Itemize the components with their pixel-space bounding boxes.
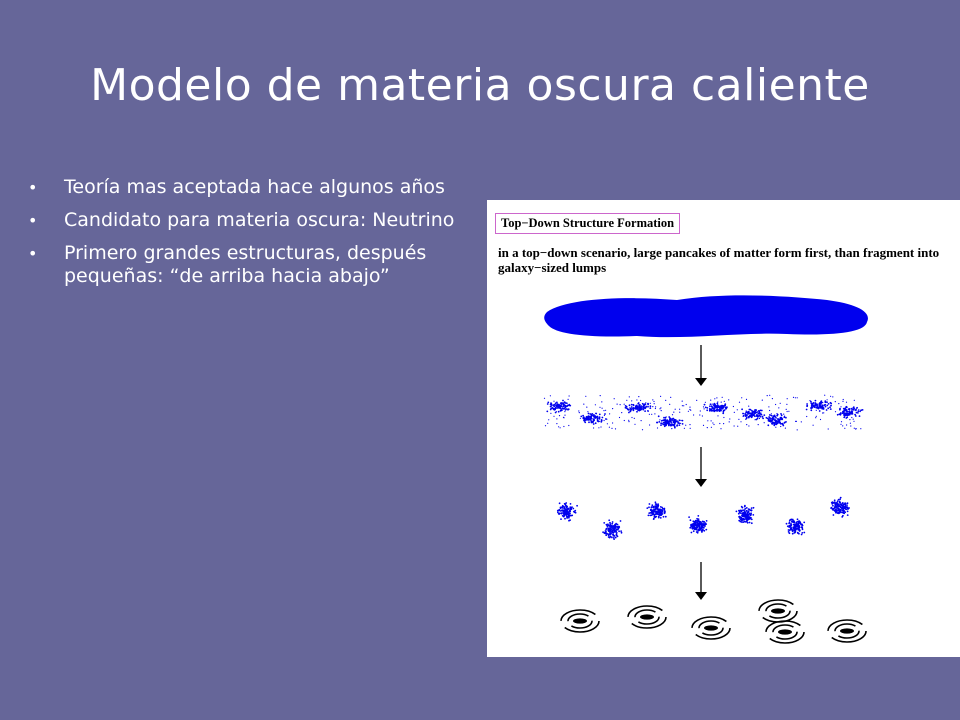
bullet-item: • Teoría mas aceptada hace algunos años xyxy=(28,176,468,199)
figure-caption: in a top−down scenario, large pancakes o… xyxy=(498,245,940,275)
arrowhead-icon xyxy=(695,479,707,487)
slide-title: Modelo de materia oscura caliente xyxy=(90,60,870,111)
bullet-icon: • xyxy=(28,178,38,197)
bullet-item: • Candidato para materia oscura: Neutrin… xyxy=(28,209,468,232)
bullet-icon: • xyxy=(28,244,38,263)
bullet-icon: • xyxy=(28,211,38,230)
bullet-text: Primero grandes estructuras, después peq… xyxy=(64,242,427,287)
spiral-galaxy-icon xyxy=(758,599,798,623)
spiral-galaxy-icon xyxy=(765,620,805,644)
figure-drawing xyxy=(543,295,868,644)
bullet-text: Teoría mas aceptada hace algunos años xyxy=(64,176,445,198)
structure-formation-figure: Top−Down Structure Formation in a top−do… xyxy=(487,200,960,657)
bullet-item: • Primero grandes estructuras, después p… xyxy=(28,242,468,288)
spiral-galaxy-icon xyxy=(691,616,731,640)
matter-particles xyxy=(543,394,864,540)
bullet-text: Candidato para materia oscura: Neutrino xyxy=(64,209,455,231)
galaxies xyxy=(560,599,867,644)
arrowhead-icon xyxy=(695,378,707,386)
pancake-shape xyxy=(544,295,868,338)
spiral-galaxy-icon xyxy=(827,619,867,643)
arrows xyxy=(695,345,707,600)
bullet-list: • Teoría mas aceptada hace algunos años … xyxy=(28,176,468,298)
figure-title: Top−Down Structure Formation xyxy=(495,213,681,234)
arrowhead-icon xyxy=(695,592,707,600)
spiral-galaxy-icon xyxy=(560,609,600,633)
spiral-galaxy-icon xyxy=(627,605,667,629)
